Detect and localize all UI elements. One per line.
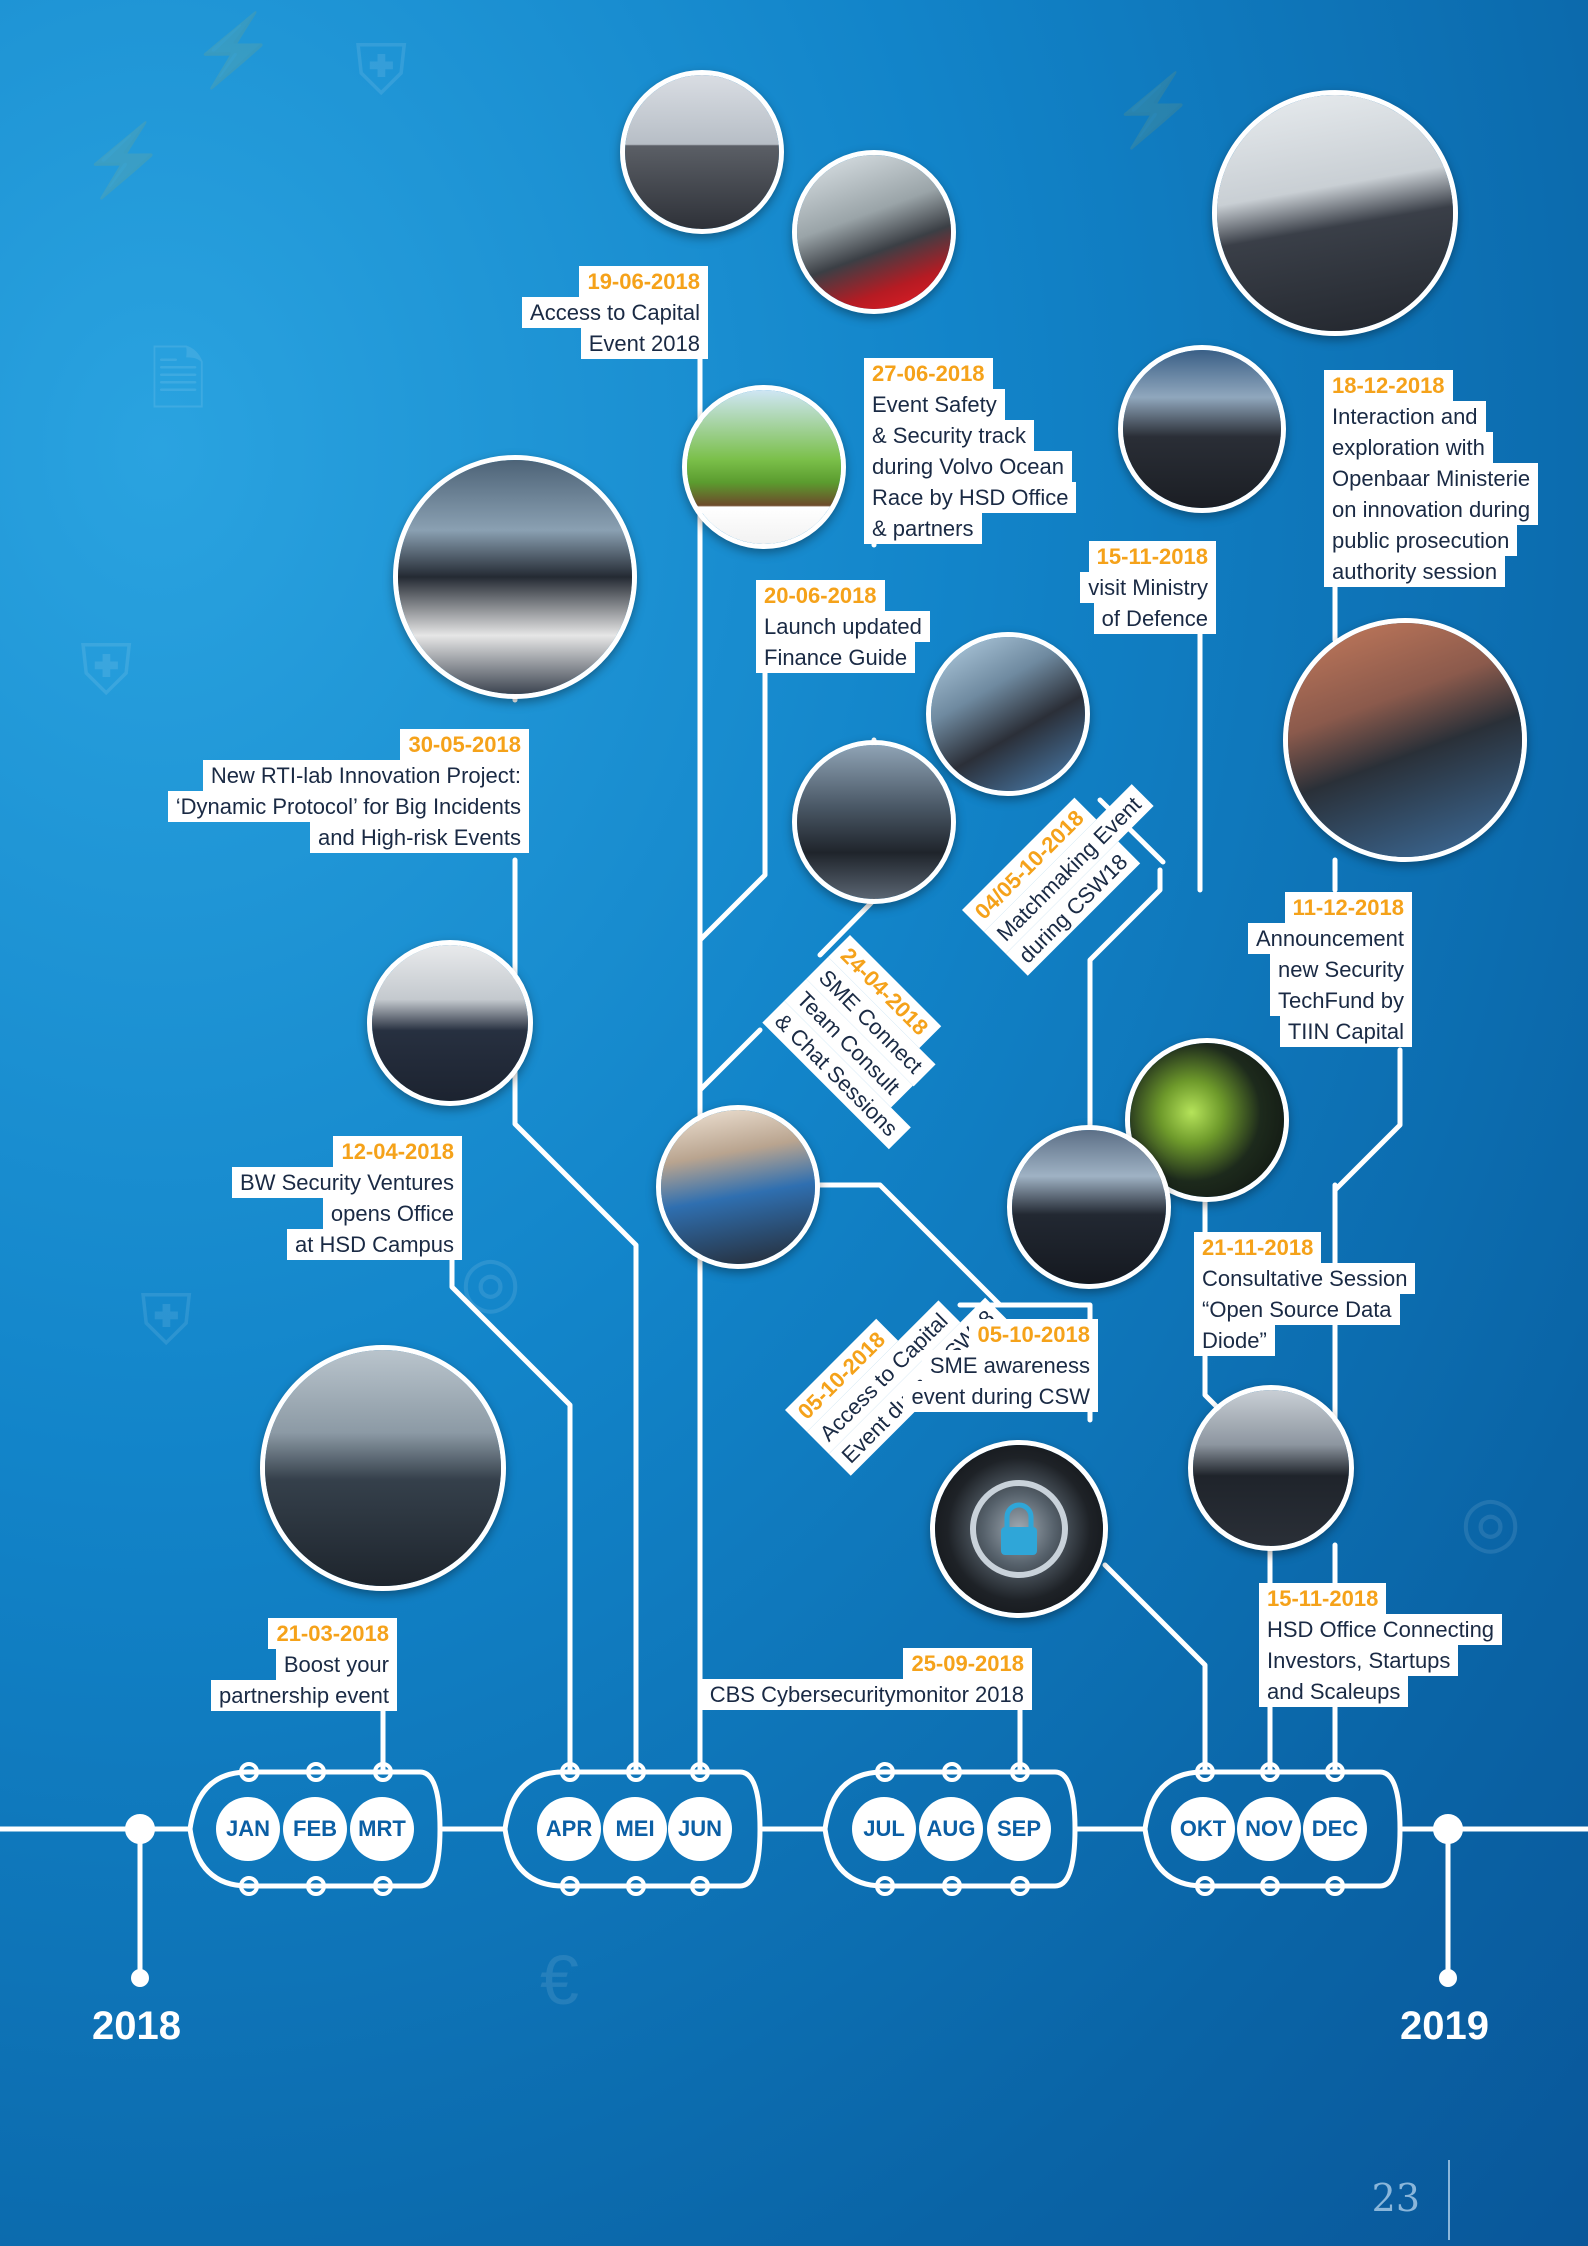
event-photo-openbaar-ministerie: [1212, 90, 1458, 336]
lightning-icon: ⚡: [80, 121, 168, 199]
event-label-05-10-sme-awareness: 05-10-2018 SME awareness event during CS…: [870, 1319, 1098, 1412]
event-photo-ministry-of-defence: [1118, 345, 1286, 513]
event-photo-finance-guide: [682, 385, 846, 549]
event-photo-access-to-capital-csw18: [656, 1105, 820, 1269]
month-okt: OKT: [1171, 1797, 1235, 1861]
shield-home-icon: ⛨: [140, 1281, 193, 1359]
month-dec: DEC: [1303, 1797, 1367, 1861]
event-label-21-03-boost-your-partnership: 21-03-2018 Boost your partnership event: [150, 1618, 397, 1711]
month-jan: JAN: [216, 1797, 280, 1861]
lock-icon: [970, 1480, 1068, 1578]
event-photo-sme-awareness: [1007, 1125, 1171, 1289]
month-sep: SEP: [987, 1797, 1051, 1861]
event-photo-matchmaking: [926, 632, 1090, 796]
event-label-20-06-finance-guide: 20-06-2018 Launch updated Finance Guide: [756, 580, 976, 673]
month-jun: JUN: [668, 1797, 732, 1861]
lightning-icon: ⚡: [190, 11, 278, 89]
month-jul: JUL: [852, 1797, 916, 1861]
month-aug: AUG: [919, 1797, 983, 1861]
euro-icon: €: [540, 1941, 579, 2019]
event-label-18-12-openbaar-ministerie: 18-12-2018 Interaction and exploration w…: [1324, 370, 1564, 587]
month-mrt: MRT: [350, 1797, 414, 1861]
event-photo-volvo-ocean-race: [792, 150, 956, 314]
lightning-icon: ⚡: [1110, 71, 1198, 149]
event-label-25-09-cbs-cybersecuritymonitor: 25-09-2018 CBS Cybersecuritymonitor 2018: [640, 1648, 1032, 1710]
year-end-label: 2019: [1400, 2004, 1489, 2048]
shield-home-icon: ⛨: [80, 631, 133, 709]
event-label-21-11-open-source-data-diode: 21-11-2018 Consultative Session “Open So…: [1194, 1232, 1434, 1356]
event-photo-sme-connect: [792, 740, 956, 904]
event-photo-cbs-cybersecuritymonitor: [930, 1440, 1108, 1618]
event-photo-bw-security-ventures: [367, 940, 533, 1106]
page-number: 23: [1371, 2176, 1420, 2220]
event-label-27-06-volvo-ocean-race: 27-06-2018 Event Safety & Security track…: [864, 358, 1104, 544]
event-photo-access-to-capital: [620, 70, 784, 234]
event-label-11-12-security-techfund: 11-12-2018 Announcement new Security Tec…: [1210, 892, 1412, 1047]
event-photo-boost-your-partnership: [260, 1345, 506, 1591]
event-label-15-11-ministry-of-defence: 15-11-2018 visit Ministry of Defence: [1020, 541, 1216, 634]
month-apr: APR: [537, 1797, 601, 1861]
event-photo-rti-lab: [393, 455, 637, 699]
event-label-12-04-bw-security-ventures: 12-04-2018 BW Security Ventures opens Of…: [180, 1136, 462, 1260]
fingerprint-icon: ◎: [1460, 1482, 1522, 1560]
event-photo-hsd-office-connecting: [1188, 1385, 1354, 1551]
event-photo-security-techfund: [1283, 618, 1527, 862]
month-feb: FEB: [283, 1797, 347, 1861]
month-mei: MEI: [603, 1797, 667, 1861]
event-label-19-06-access-to-capital: 19-06-2018 Access to Capital Event 2018: [500, 266, 708, 359]
document-icon: 🗎: [150, 341, 207, 419]
page-number-divider: [1448, 2160, 1450, 2240]
month-nov: NOV: [1237, 1797, 1301, 1861]
shield-home-icon: ⛨: [355, 31, 408, 109]
event-label-15-11-hsd-office-connecting: 15-11-2018 HSD Office Connecting Investo…: [1259, 1583, 1529, 1707]
event-label-30-05-rti-lab: 30-05-2018 New RTI-lab Innovation Projec…: [100, 729, 529, 853]
year-start-label: 2018: [92, 2004, 181, 2048]
